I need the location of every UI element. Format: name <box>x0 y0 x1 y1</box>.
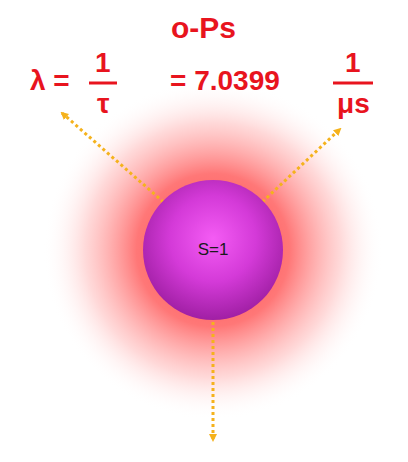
fraction-denominator: τ <box>97 90 110 118</box>
fraction-numerator: 1 <box>95 49 111 77</box>
fraction-numerator: 1 <box>345 49 361 77</box>
fraction-denominator: μs <box>337 90 370 118</box>
formula-symbol: λ = <box>30 67 70 95</box>
photon-arrow <box>258 129 340 206</box>
fraction-bar <box>89 82 117 85</box>
red-glow <box>43 80 383 420</box>
photon-arrow <box>212 322 215 440</box>
photon-arrow <box>62 113 168 206</box>
formula-value: = 7.0399 <box>170 67 280 95</box>
spin-label: S=1 <box>198 240 229 260</box>
title: o-Ps <box>171 13 236 43</box>
fraction-bar <box>333 82 373 85</box>
spin-sphere: S=1 <box>143 180 283 320</box>
